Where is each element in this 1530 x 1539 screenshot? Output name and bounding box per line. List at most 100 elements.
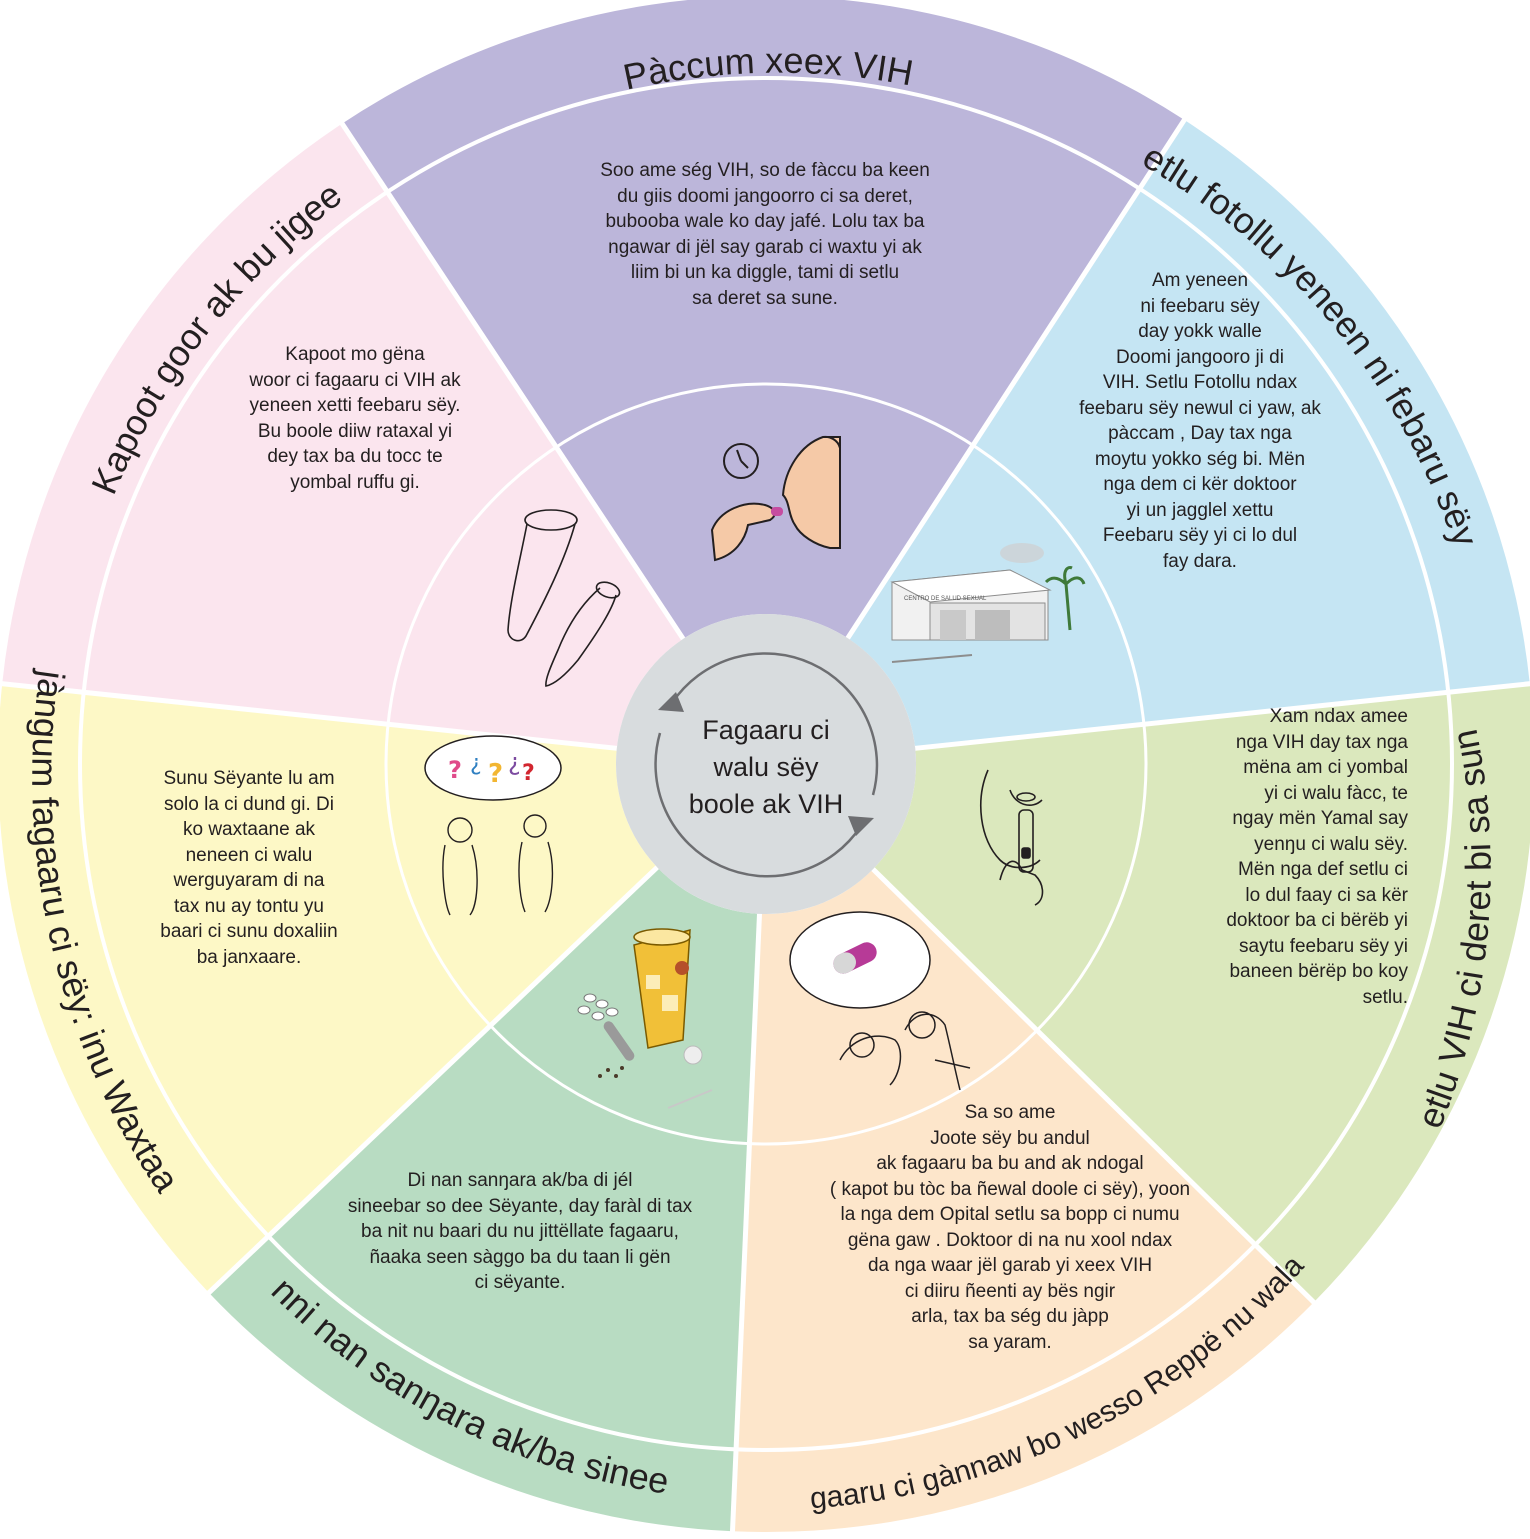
condoms-icon: [507, 509, 621, 687]
body-line: setlu.: [1362, 986, 1408, 1008]
center-hub: [616, 614, 916, 914]
sector-njangum: [0, 683, 658, 1293]
body-line: moytu yokko ség bi. Mën: [1094, 448, 1306, 470]
svg-text:¿: ¿: [470, 751, 482, 776]
radial-divider: [914, 681, 1530, 751]
svg-text:?: ?: [522, 761, 535, 786]
body-line: Am yeneen: [1151, 270, 1249, 291]
body-line: sa yaram.: [968, 1331, 1052, 1353]
body-setlu-vih: Xam ndax amee nga VIH day tax nga mëna am …: [1118, 704, 1408, 1010]
body-line: lo dul faay ci sa kër: [1245, 884, 1408, 906]
body-line: Di nan sanŋara ak/ba di jél: [407, 1170, 633, 1191]
body-line: neneen ci walu: [185, 844, 313, 866]
body-line: Doomi jangooro ji di: [1116, 346, 1284, 368]
radial-divider: [205, 865, 659, 1296]
body-line: Sa so ame: [964, 1102, 1056, 1123]
body-line: Kapoot mo gëna: [285, 344, 425, 365]
body-line: nga VIH day tax nga: [1235, 731, 1408, 753]
body-line: da nga waar jël garab yi xeex VIH: [867, 1255, 1153, 1276]
body-line: pàccam , Day tax nga: [1108, 423, 1292, 444]
body-line: ci diiru ñeenti ay bës ngir: [904, 1280, 1116, 1302]
sector-wanni: [208, 867, 760, 1532]
body-line: Feebaru sëy yi ci lo dul: [1102, 525, 1298, 546]
body-line: baari ci sunu doxaliin: [160, 921, 338, 942]
body-line: baneen bërëp bo koy: [1229, 961, 1408, 982]
body-line: Soo ame ség VIH, so de fàccu ba keen: [600, 160, 930, 181]
oral-swab-test-icon: [980, 769, 1044, 906]
body-line: woor ci fagaaru ci VIH ak: [249, 369, 461, 391]
center-line: walu sëy: [713, 752, 819, 782]
ring-divider: [78, 76, 1454, 1452]
sector-fagaaru-gannaw: [732, 869, 1314, 1533]
body-line: yenŋu ci walu sëy.: [1254, 833, 1408, 855]
ring-divider: [384, 382, 1148, 1146]
doctor-patient-pill-icon: [789, 911, 971, 1091]
radial-divider: [338, 120, 686, 641]
radial-divider: [871, 867, 1317, 1306]
drink-and-drugs-icon: [577, 928, 713, 1109]
sector-setlu-vih: [873, 683, 1530, 1303]
body-line: fay dara.: [1163, 550, 1237, 572]
body-line: ngawar di jël say garab ci waxtu yi ak: [608, 236, 922, 258]
body-line: du giis doomi jangoorro ci sa deret,: [617, 185, 913, 207]
center-line: Fagaaru ci: [702, 715, 830, 745]
body-line: solo la ci dund gi. Di: [163, 793, 335, 815]
body-line: Mën nga def setlu ci: [1237, 859, 1408, 880]
body-line: ci sëyante.: [474, 1272, 566, 1293]
radial-divider: [729, 913, 762, 1534]
body-line: nga dem ci kër doktoor: [1103, 474, 1297, 495]
couple-talking-icon: ? ¿ ? ¿ ?: [424, 735, 562, 916]
cycle-arrow-top: [670, 652, 879, 796]
body-line: werguyaram di na: [173, 870, 325, 891]
body-line: VIH. Setlu Fotollu ndax: [1102, 372, 1298, 393]
body-line: gëna gaw . Doktoor di na nu xool ndax: [847, 1229, 1173, 1251]
body-line: ba janxaare.: [196, 946, 302, 968]
health-center-building-icon: CENTRO DE SALUD SEXUAL: [890, 543, 1086, 663]
sector-paccum: [342, 0, 1185, 639]
wheel-dividers: [0, 76, 1530, 1534]
woman-taking-pill-icon: [710, 435, 841, 562]
svg-text:?: ?: [448, 756, 462, 784]
body-line: arla, tax ba ség du jàpp: [911, 1306, 1109, 1327]
arrow-head-icon: [848, 816, 874, 836]
body-njangum: Sunu Sëyante lu am solo la ci dund gi. Di…: [114, 766, 384, 970]
body-line: ba nit nu baari du nu jittëllate fagaaru…: [361, 1221, 679, 1242]
body-line: yi ci walu fàcc, te: [1264, 782, 1408, 804]
svg-text:?: ?: [488, 759, 503, 789]
body-line: sa deret sa sune.: [692, 287, 838, 309]
cycle-arrow-bottom: [654, 732, 863, 878]
body-line: ngay mën Yamal say: [1232, 808, 1408, 829]
body-line: Sunu Sëyante lu am: [163, 768, 335, 789]
body-line: Xam ndax amee: [1269, 706, 1408, 727]
body-line: liim bi un ka diggle, tami di setlu: [630, 262, 900, 283]
body-line: ñaaka seen sàggo ba du taan li gën: [369, 1246, 671, 1268]
body-kapoot: Kapoot mo gëna woor ci fagaaru ci VIH ak y…: [180, 342, 530, 495]
arrow-head-icon: [658, 692, 684, 712]
body-line: ko waxtaane ak: [182, 819, 316, 840]
body-line: tax nu ay tontu yu: [174, 895, 324, 917]
body-line: feebaru sëy newul ci yaw, ak: [1079, 397, 1321, 419]
body-line: mëna am ci yombal: [1243, 757, 1408, 778]
svg-text:¿: ¿: [508, 748, 521, 776]
body-line: ( kapot bu tòc ba ñewal doole ci sëy), y…: [829, 1178, 1191, 1200]
body-line: bubooba wale ko day jafé. Lolu tax ba: [605, 211, 925, 232]
radial-divider: [845, 116, 1188, 640]
body-line: yi un jagglel xettu: [1126, 499, 1274, 521]
body-line: yeneen xetti feebaru sëy.: [249, 395, 461, 416]
building-sign: CENTRO DE SALUD SEXUAL: [904, 596, 987, 602]
body-line: doktoor ba ci bërëb yi: [1226, 910, 1408, 931]
body-line: yombal ruffu gi.: [290, 471, 420, 493]
body-line: la nga dem Opital setlu sa bopp ci numu: [840, 1204, 1180, 1225]
body-line: Bu boole diiw rataxal yi: [257, 420, 453, 442]
center-label: Fagaaru ci walu sëy boole ak VIH: [646, 712, 886, 823]
body-line: ak fagaaru ba bu and ak ndogal: [876, 1153, 1144, 1174]
body-paccum: Soo ame ség VIH, so de fàccu ba keen du g…: [560, 158, 970, 311]
body-line: saytu feebaru sëy yi: [1239, 935, 1408, 957]
body-line: Joote sëy bu andul: [930, 1127, 1090, 1149]
body-line: ni feebaru sëy: [1140, 295, 1260, 317]
body-line: dey tax ba du tocc te: [267, 446, 443, 467]
